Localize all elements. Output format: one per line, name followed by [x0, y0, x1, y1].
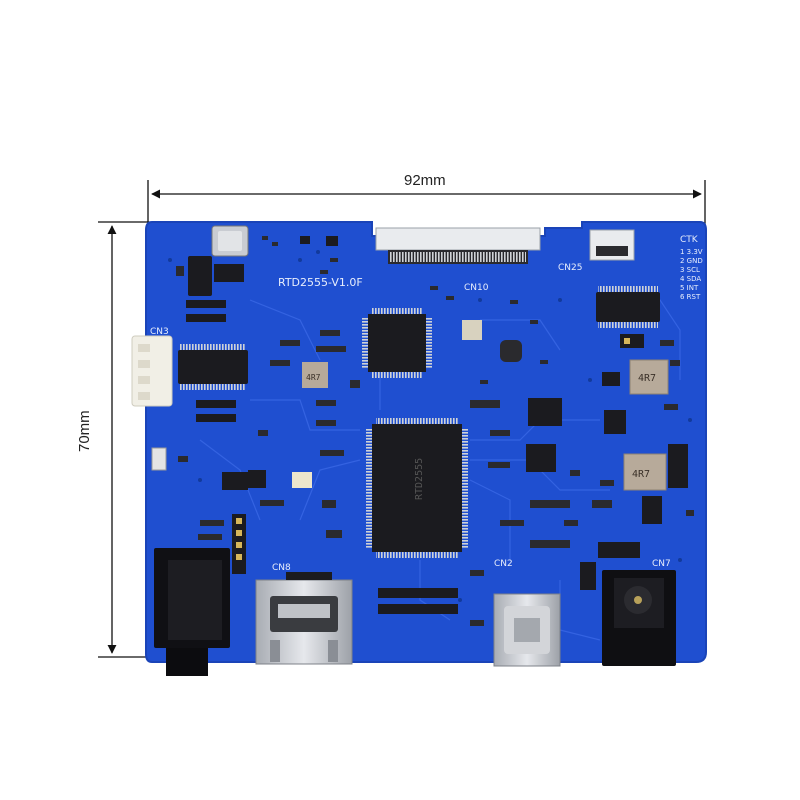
cn8-hdmi-port: [255, 579, 353, 665]
capacitor: [604, 410, 626, 434]
capacitor: [292, 472, 312, 488]
small-qfp-chip: [362, 308, 432, 378]
inductor-mark: 4R7: [306, 373, 321, 382]
ctk-pin-5: 5 INT: [680, 284, 699, 292]
main-scaler-chip: RTD2555: [366, 418, 468, 558]
transistor: [326, 236, 338, 246]
right-soic-chip: [596, 286, 660, 328]
small-ic: [500, 340, 522, 362]
transistor: [300, 236, 310, 244]
mosfet: [526, 444, 556, 472]
diode: [580, 562, 596, 590]
resistor-array: [378, 588, 458, 614]
capacitor: [602, 372, 620, 386]
pad: [624, 338, 630, 344]
power-inductor: 4R7: [629, 359, 669, 395]
small-component: [620, 334, 644, 348]
crystal-oscillator: [211, 225, 249, 257]
ctk-pin-6: 6 RST: [680, 293, 701, 301]
main-chip-marking: RTD2555: [414, 458, 425, 500]
small-ic: [248, 470, 266, 488]
ctk-pin-3: 3 SCL: [680, 266, 700, 274]
ctk-pin-2: 2 GND: [680, 257, 703, 265]
diode: [668, 444, 688, 488]
cn3-label: CN3: [150, 327, 169, 337]
hdmi-esd-array: [286, 572, 332, 580]
cn3-connector: [131, 335, 173, 407]
audio-jack: [154, 548, 230, 676]
small-chip: [214, 264, 244, 282]
smd-passives: [176, 236, 694, 626]
cn7-label: CN7: [652, 559, 671, 569]
ctk-title: CTK: [680, 235, 699, 245]
small-ic: [598, 542, 640, 558]
board-model-label: RTD2555-V1.0F: [278, 276, 363, 289]
inductor-mark-2: 4R7: [638, 373, 656, 384]
eeprom-chip: [178, 344, 248, 390]
cn8-label: CN8: [272, 563, 291, 573]
inductor: [302, 362, 328, 388]
small-ic: [222, 472, 248, 490]
mosfet: [528, 398, 562, 426]
cn10-label: CN10: [464, 283, 489, 293]
reset-button: [151, 447, 167, 471]
regulator-chip: [188, 256, 212, 296]
power-inductor: 4R7: [623, 453, 667, 491]
cn7-dc-jack: [602, 570, 676, 666]
ctk-pin-1: 1 3.3V: [680, 248, 703, 256]
cn10-fpc-connector: [375, 227, 541, 264]
ctk-header-silkscreen: CTK 1 3.3V 2 GND 3 SCL 4 SDA 5 INT 6 RST: [680, 235, 703, 301]
cn25-connector: [589, 229, 635, 261]
small-ic: [642, 496, 662, 524]
pin-header: [232, 514, 246, 574]
resistor-array: [186, 300, 236, 422]
dimension-lines: [98, 180, 706, 658]
ctk-pin-4: 4 SDA: [680, 275, 701, 283]
inductor-mark-3: 4R7: [632, 469, 650, 480]
crystal: [462, 320, 482, 340]
cn25-label: CN25: [558, 263, 582, 273]
cn2-label: CN2: [494, 559, 513, 569]
width-dimension-label: 92mm: [404, 172, 446, 189]
cn2-usb-port: [493, 593, 561, 667]
